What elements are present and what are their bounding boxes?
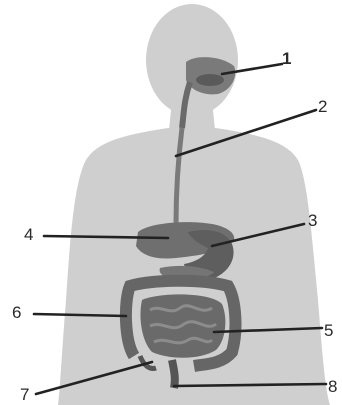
label-3: 3 [308,211,317,230]
rectum [172,360,175,388]
label-6: 6 [12,303,21,322]
label-4: 4 [24,225,33,244]
label-2: 2 [318,97,327,116]
label-8: 8 [328,377,337,396]
label-7: 7 [20,385,29,404]
label-1: 1 [282,49,291,68]
tongue [196,74,224,86]
label-5: 5 [324,321,333,340]
